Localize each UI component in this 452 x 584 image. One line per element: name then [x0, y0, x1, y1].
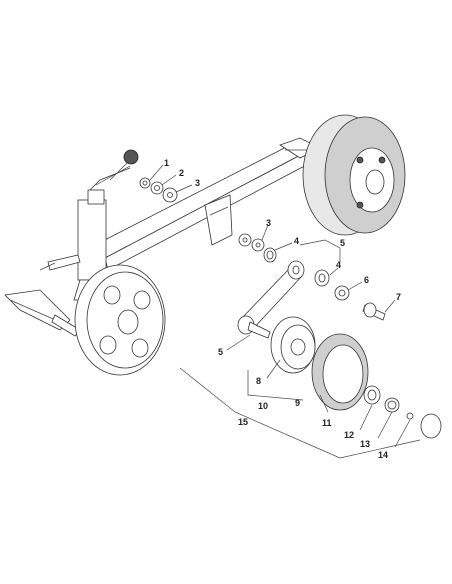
callout-14: 14 [378, 450, 388, 460]
washer-part-3c [251, 238, 265, 252]
callout-4: 4 [336, 260, 341, 270]
callout-8: 8 [256, 376, 261, 386]
jack-foot-plate [4, 289, 81, 337]
callout-13: 13 [360, 439, 370, 449]
washer-part-6 [334, 285, 350, 301]
washer-part-1 [139, 177, 151, 189]
bearing-part-12 [363, 385, 381, 405]
callout-2: 2 [179, 168, 184, 178]
handle-knob [109, 149, 139, 181]
tire-part-11 [311, 333, 369, 411]
callout-15: 15 [238, 417, 248, 427]
jack-stand [73, 165, 131, 301]
leader-lines [149, 164, 421, 459]
callout-9: 9 [295, 398, 300, 408]
bolt-part-7 [362, 302, 386, 321]
callout-5: 5 [340, 238, 345, 248]
callout-3: 3 [266, 218, 271, 228]
bushing-part-4a [263, 247, 277, 263]
front-wheel [74, 264, 166, 376]
hub-cap-part-14 [420, 413, 442, 439]
callout-6: 6 [364, 275, 369, 285]
washer-part-3b [238, 233, 252, 247]
callout-5: 5 [218, 347, 223, 357]
crank-arm-part-5 [237, 260, 305, 339]
jack-lever [39, 254, 81, 271]
callout-12: 12 [344, 430, 354, 440]
callout-labels: 1 2 3 3 4 4 5 5 6 7 8 9 10 11 12 13 14 1… [164, 158, 401, 460]
callout-1: 1 [164, 158, 169, 168]
hub-pulley-part-8 [270, 316, 316, 374]
circlip-part-13 [384, 397, 400, 413]
callout-4: 4 [294, 236, 299, 246]
washer-part-3 [162, 187, 178, 203]
callout-7: 7 [396, 292, 401, 302]
callout-10: 10 [258, 401, 268, 411]
rear-wheel [302, 114, 406, 236]
bushing-part-4b [314, 269, 330, 287]
callout-3: 3 [195, 178, 200, 188]
small-washer-part [406, 412, 414, 420]
nut-part-2 [150, 181, 164, 195]
callout-11: 11 [322, 418, 332, 428]
